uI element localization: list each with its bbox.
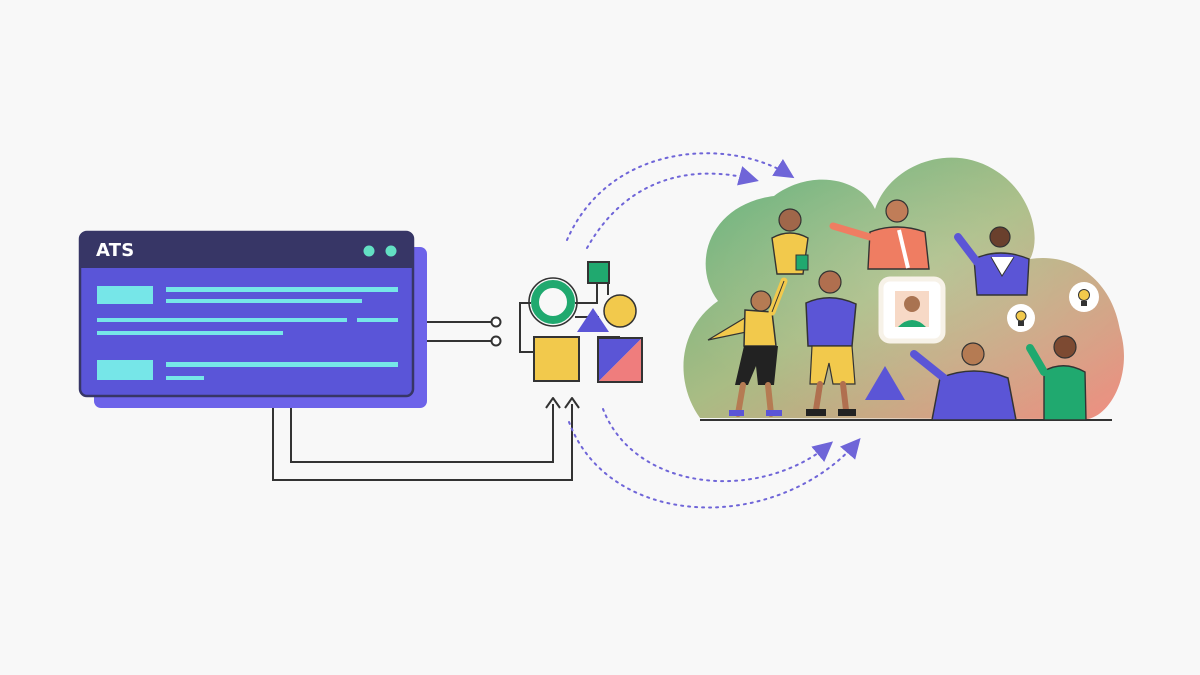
connector-node — [490, 316, 502, 328]
connector-lines — [272, 316, 580, 481]
lightbulb-icon — [1069, 282, 1099, 312]
green-square-shape — [587, 261, 610, 284]
ats-window — [78, 230, 427, 408]
dotted-sync-arrow — [586, 166, 759, 249]
window-header — [80, 232, 413, 268]
dotted-sync-arrow — [602, 408, 834, 483]
integration-shapes-icon — [519, 261, 643, 383]
person-icon — [805, 270, 857, 416]
yellow-circle-shape — [603, 294, 637, 328]
dotted-sync-arrow — [568, 421, 861, 509]
blue-triangle-decoration — [865, 366, 905, 400]
window-content-lines — [97, 286, 398, 380]
content-line — [166, 376, 204, 380]
green-ring-shape — [531, 280, 575, 324]
content-line — [166, 362, 398, 367]
header-dot-icon — [363, 245, 375, 257]
yellow-square-shape — [533, 336, 580, 382]
person-icon — [1026, 335, 1087, 421]
person-icon — [707, 277, 788, 417]
dotted-sync-arrow — [566, 152, 795, 241]
content-line — [97, 331, 283, 335]
person-icon — [771, 208, 809, 275]
content-block — [97, 286, 153, 304]
lightbulb-icon — [1007, 304, 1035, 332]
people-cloud-icon — [683, 157, 1124, 421]
sync-arrows — [566, 152, 861, 509]
content-line — [357, 318, 398, 322]
upward-arrow-icon — [545, 397, 561, 409]
content-block — [97, 360, 153, 380]
connector-line — [272, 404, 573, 481]
content-line — [97, 318, 347, 322]
content-line — [166, 299, 362, 303]
ats-window-title: ATS — [96, 240, 135, 261]
person-icon — [829, 199, 930, 270]
person-icon — [954, 226, 1030, 296]
person-icon — [910, 342, 1017, 421]
connector-node — [490, 335, 502, 347]
connector-line — [290, 404, 554, 463]
content-line — [166, 287, 398, 292]
blue-triangle-shape — [577, 308, 609, 332]
header-dot-icon — [385, 245, 397, 257]
upward-arrow-icon — [564, 397, 580, 409]
split-square-shape — [597, 337, 643, 383]
profile-card-icon — [878, 276, 946, 344]
